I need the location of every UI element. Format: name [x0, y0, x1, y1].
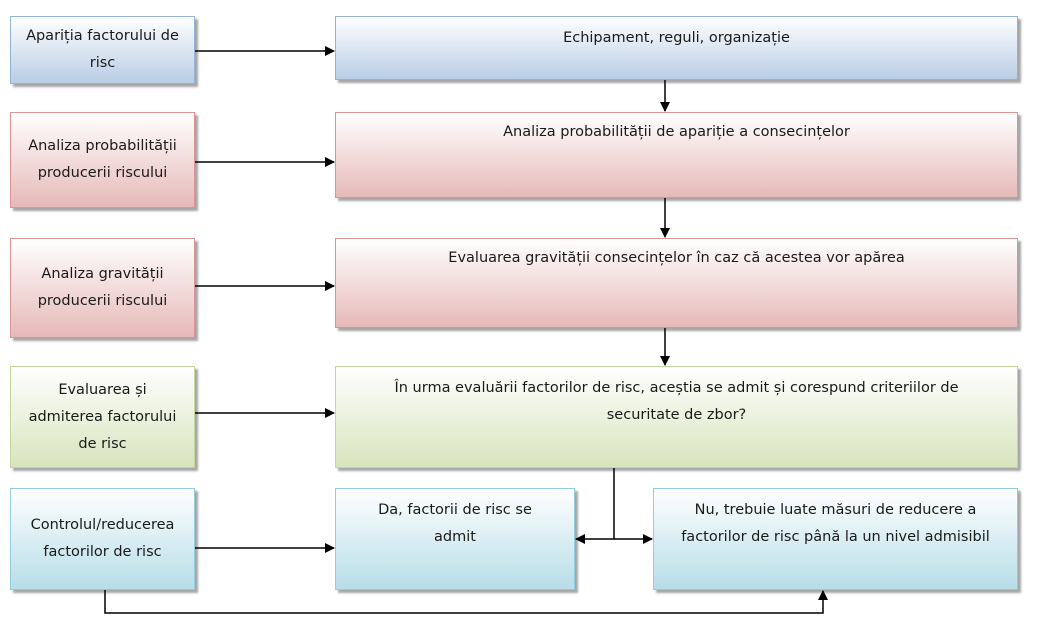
box-label: Evaluarea și admiterea factorului de ris…: [28, 381, 177, 452]
step-severity-analysis: Analiza gravității producerii riscului: [10, 238, 195, 338]
consequence-probability-box: Analiza probabilității de apariție a con…: [335, 112, 1018, 198]
outcome-no-box: Nu, trebuie luate măsuri de reducere a f…: [653, 488, 1018, 590]
step-probability-analysis: Analiza probabilității producerii riscul…: [10, 112, 195, 208]
step-control-reduction: Controlul/reducerea factorilor de risc: [10, 488, 195, 590]
box-label: Analiza probabilității de apariție a con…: [503, 124, 850, 140]
box-label: Apariția factorului de risc: [26, 28, 179, 71]
consequence-severity-box: Evaluarea gravității consecințelor în ca…: [335, 238, 1018, 328]
arrow-feedback: [104, 590, 828, 614]
box-label: În urma evaluării factorilor de risc, ac…: [394, 380, 959, 423]
box-label: Evaluarea gravității consecințelor în ca…: [448, 250, 905, 266]
box-label: Analiza gravității producerii riscului: [37, 266, 168, 309]
equipment-rules-box: Echipament, reguli, organizație: [335, 16, 1018, 80]
decision-box: În urma evaluării factorilor de risc, ac…: [335, 366, 1018, 468]
box-label: Nu, trebuie luate măsuri de reducere a f…: [681, 502, 990, 545]
box-label: Controlul/reducerea factorilor de risc: [30, 517, 175, 560]
box-label: Da, factorii de risc se admit: [378, 502, 532, 545]
step-evaluation-admission: Evaluarea și admiterea factorului de ris…: [10, 366, 195, 468]
box-label: Analiza probabilității producerii riscul…: [28, 138, 177, 181]
step-risk-appearance: Apariția factorului de risc: [10, 16, 195, 84]
box-label: Echipament, reguli, organizație: [563, 30, 790, 46]
outcome-yes-box: Da, factorii de risc se admit: [335, 488, 575, 590]
